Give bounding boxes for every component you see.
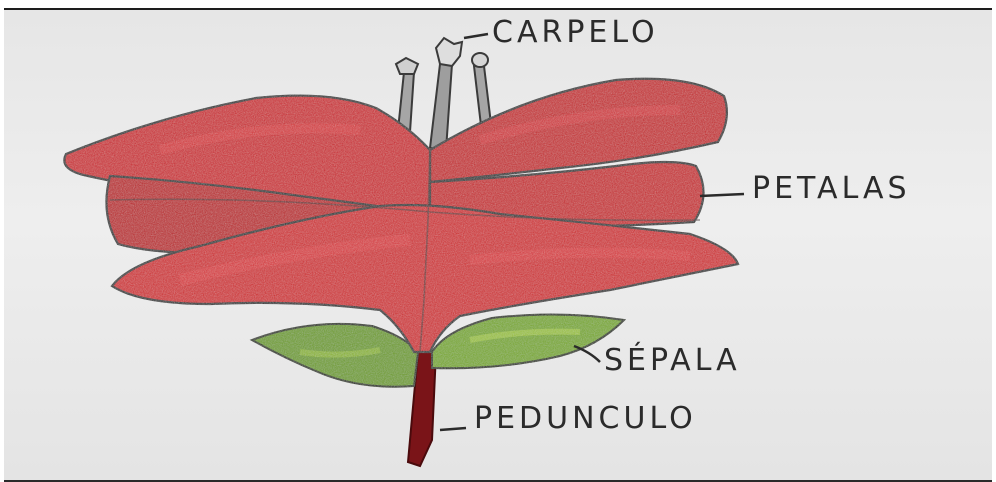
label-carpelo: CARPELO <box>492 18 659 48</box>
label-petalas: PETALAS <box>752 174 911 204</box>
carpel-stigma <box>436 38 462 66</box>
stamen-right-anther <box>472 53 488 67</box>
label-sepala: SÉPALA <box>604 346 741 376</box>
sepala-pointer-line <box>574 346 600 362</box>
sepal-right <box>432 314 624 368</box>
petalas-pointer-line <box>700 194 744 196</box>
carpelo-pointer-line <box>464 34 488 38</box>
label-pedunculo: PEDUNCULO <box>474 404 697 434</box>
pedunculo-pointer-line <box>440 428 466 430</box>
carpel-style <box>430 64 452 150</box>
stamen-left-anther <box>396 58 418 74</box>
